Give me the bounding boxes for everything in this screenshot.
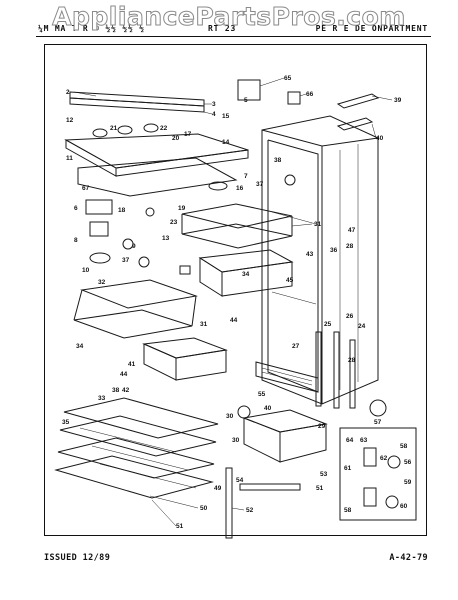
callout-7: 7 (244, 173, 248, 180)
lower-shelves (54, 397, 219, 499)
callout-32: 32 (98, 279, 106, 286)
callout-15: 15 (222, 113, 230, 120)
callout-38: 38 (274, 157, 282, 164)
header-part-text: RT 23 (208, 24, 237, 33)
callout-63: 63 (360, 437, 368, 444)
callout-52: 52 (246, 507, 254, 514)
crisper-drawer-large (242, 409, 328, 463)
header-model-text: ¼M MA T R ® ½½ ½½ ½ (38, 24, 145, 33)
callout-6: 6 (74, 205, 78, 212)
callout-33: 33 (98, 395, 106, 402)
header-section-text: PE R E DE ONPARTMENT (315, 24, 428, 33)
header-rule (36, 36, 431, 37)
callout-40b: 40 (264, 405, 272, 412)
callout-51a: 51 (316, 485, 324, 492)
callout-35: 35 (62, 419, 70, 426)
callout-13: 13 (162, 235, 170, 242)
diagram-frame (44, 44, 427, 536)
crisper-drawer-small (198, 249, 294, 297)
thermostat-and-controls (85, 79, 387, 539)
callout-62: 62 (380, 455, 388, 462)
callout-50: 50 (200, 505, 208, 512)
callout-20: 20 (172, 135, 180, 142)
callout-58a: 58 (400, 443, 408, 450)
mid-shelf (73, 279, 198, 339)
callout-17: 17 (184, 131, 192, 138)
callout-22: 22 (160, 125, 168, 132)
callout-37: 37 (256, 181, 264, 188)
callout-11: 11 (66, 155, 73, 162)
callout-39: 39 (394, 97, 402, 104)
callout-29: 29 (318, 423, 326, 430)
callout-19: 19 (178, 205, 186, 212)
top-cover-plate (64, 123, 249, 197)
callout-57: 57 (374, 419, 382, 426)
callout-47: 47 (348, 227, 356, 234)
callout-31b: 31 (200, 321, 208, 328)
upper-shelf (181, 203, 293, 249)
callout-16: 16 (236, 185, 244, 192)
callout-25: 25 (324, 321, 332, 328)
callout-53: 53 (320, 471, 328, 478)
callout-66: 66 (306, 91, 314, 98)
callout-28b: 28 (348, 357, 356, 364)
callout-65: 65 (284, 75, 292, 82)
callout-27: 27 (292, 343, 300, 350)
callout-3: 3 (212, 101, 216, 108)
callout-38b: 38 (112, 387, 120, 394)
callout-54: 54 (236, 477, 244, 484)
callout-28a: 28 (346, 243, 354, 250)
callout-58b: 58 (344, 507, 352, 514)
issued-date: ISSUED 12/89 (44, 553, 111, 563)
meat-pan (142, 337, 228, 381)
callout-9: 9 (132, 243, 136, 250)
callout-55: 55 (258, 391, 266, 398)
callout-37b: 37 (122, 257, 130, 264)
callout-56: 56 (404, 459, 412, 466)
callout-61: 61 (344, 465, 352, 472)
callout-49: 49 (214, 485, 222, 492)
watermark: AppliancePartsPros.com (52, 2, 406, 32)
callout-14: 14 (222, 139, 230, 146)
callout-67: 67 (82, 185, 90, 192)
diagram-code: A-42-79 (389, 553, 428, 563)
callout-21: 21 (110, 125, 118, 132)
callout-59: 59 (404, 479, 412, 486)
hinge-detail-inset (339, 427, 417, 521)
callout-51b: 51 (176, 523, 184, 530)
callout-8: 8 (74, 237, 78, 244)
callout-2: 2 (66, 89, 70, 96)
callout-4: 4 (212, 111, 216, 118)
callout-26: 26 (346, 313, 354, 320)
callout-64: 64 (346, 437, 354, 444)
callout-36: 36 (330, 247, 338, 254)
callout-44a: 44 (230, 317, 238, 324)
callout-40: 40 (376, 135, 384, 142)
callout-42: 42 (122, 387, 130, 394)
callout-labels: 2 3 4 65 66 39 5 15 40 12 21 22 20 17 14… (62, 75, 412, 530)
callout-60: 60 (400, 503, 408, 510)
callout-34a: 34 (242, 271, 250, 278)
callout-45: 45 (286, 277, 294, 284)
callout-30b: 30 (232, 437, 240, 444)
callout-31a: 31 (314, 221, 322, 228)
callout-34b: 34 (76, 343, 84, 350)
callout-30a: 30 (226, 413, 234, 420)
leader-lines (73, 77, 393, 527)
callout-43: 43 (306, 251, 314, 258)
callout-23: 23 (170, 219, 178, 226)
callout-5: 5 (244, 97, 248, 104)
callout-24: 24 (358, 323, 366, 330)
callout-10: 10 (82, 267, 90, 274)
shelf-pilasters (315, 331, 356, 409)
callout-41: 41 (128, 361, 136, 368)
callout-18: 18 (118, 207, 126, 214)
callout-44b: 44 (120, 371, 128, 378)
callout-12: 12 (66, 117, 74, 124)
vent-grille (255, 361, 319, 393)
